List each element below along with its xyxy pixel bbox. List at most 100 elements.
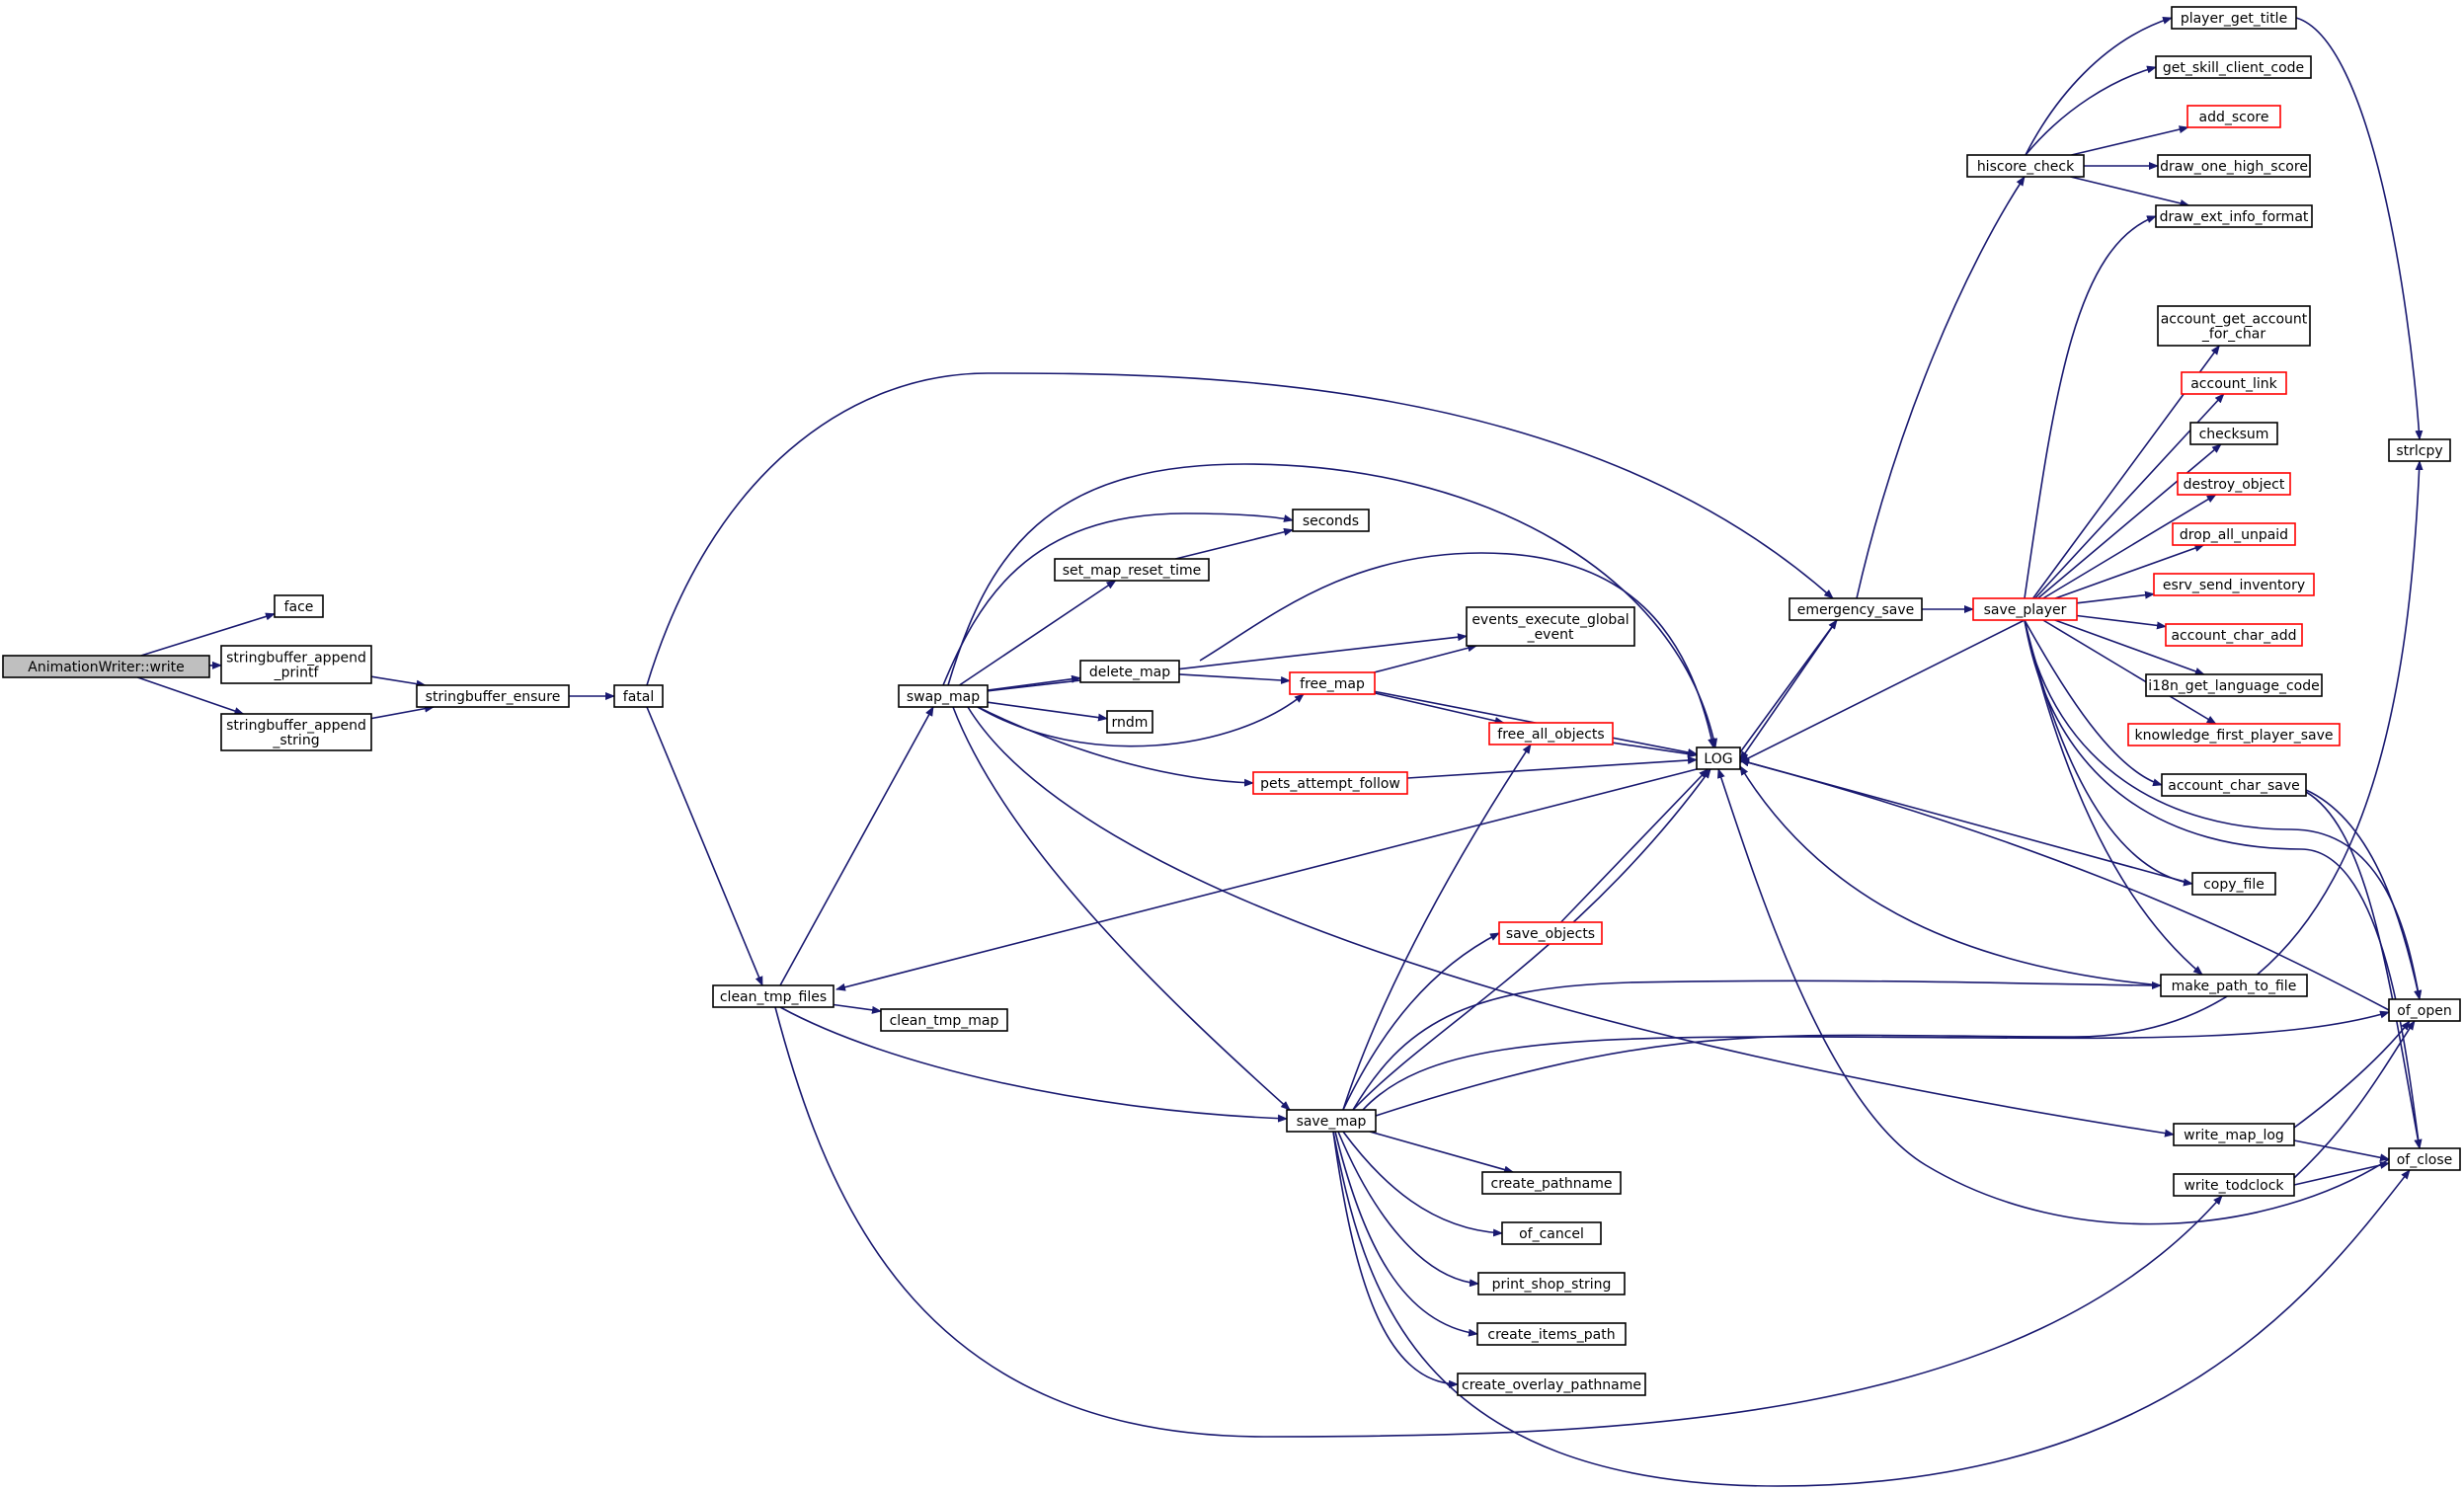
node-label: draw_ext_info_format — [2160, 209, 2309, 225]
node-swap-map[interactable]: swap_map — [898, 684, 989, 708]
node-label: save_map — [1297, 1114, 1367, 1130]
edge-fatal-to-emergency_save — [646, 372, 1834, 686]
node-box — [2161, 773, 2307, 797]
node-drop-all-unpaid[interactable]: drop_all_unpaid — [2172, 522, 2296, 546]
node-account-char-save[interactable]: account_char_save — [2161, 773, 2307, 797]
node-add-score[interactable]: add_score — [2186, 105, 2281, 128]
node-label: add_score — [2199, 110, 2269, 125]
node-checksum[interactable]: checksum — [2189, 422, 2278, 445]
edge-save_player-to-of_close — [2024, 619, 2423, 1149]
node-set-map-reset-time[interactable]: set_map_reset_time — [1054, 558, 1210, 582]
node-free-map[interactable]: free_map — [1289, 671, 1376, 695]
edge-sb_string-to-sb_ensure — [370, 704, 435, 720]
node-save-player[interactable]: save_player — [1972, 597, 2078, 621]
node-face[interactable]: face — [274, 594, 324, 618]
node-box — [613, 684, 664, 708]
node-box — [1457, 1373, 1646, 1396]
node-sb-ensure[interactable]: stringbuffer_ensure — [416, 684, 570, 708]
node-draw-ext-info-format[interactable]: draw_ext_info_format — [2155, 204, 2313, 228]
edge-save_map-to-of_cancel — [1342, 1131, 1503, 1237]
node-label: fatal — [623, 689, 654, 705]
node-print-shop-string[interactable]: print_shop_string — [1477, 1272, 1626, 1295]
node-i18n-get-language-code[interactable]: i18n_get_language_code — [2145, 673, 2323, 697]
node-root[interactable]: AnimationWriter::write — [2, 655, 210, 678]
node-emergency-save[interactable]: emergency_save — [1788, 597, 1923, 621]
edge-fatal-to-clean_tmp_files — [646, 706, 763, 986]
edge-swap_map-to-save_map — [952, 706, 1291, 1111]
node-create-pathname[interactable]: create_pathname — [1481, 1171, 1622, 1195]
node-destroy-object[interactable]: destroy_object — [2177, 472, 2291, 496]
node-label: of_close — [2397, 1152, 2453, 1168]
node-box — [2155, 204, 2313, 228]
node-of-open[interactable]: of_open — [2388, 998, 2461, 1022]
node-create-overlay-pathname[interactable]: create_overlay_pathname — [1457, 1373, 1646, 1396]
node-clean-tmp-map[interactable]: clean_tmp_map — [880, 1008, 1008, 1032]
node-LOG[interactable]: LOG — [1696, 746, 1741, 770]
node-label: _string — [272, 733, 319, 748]
node-strlcpy[interactable]: strlcpy — [2388, 438, 2451, 462]
edge-save_player-to-draw_ext_info_format — [2024, 215, 2157, 599]
node-pets-attempt-follow[interactable]: pets_attempt_follow — [1252, 771, 1408, 795]
node-save-objects[interactable]: save_objects — [1498, 921, 1603, 945]
node-delete-map[interactable]: delete_map — [1079, 660, 1180, 683]
node-box — [2127, 723, 2341, 746]
node-events-exec[interactable]: events_execute_global_event — [1466, 606, 1635, 647]
node-seconds[interactable]: seconds — [1292, 509, 1370, 532]
node-of-cancel[interactable]: of_cancel — [1501, 1221, 1602, 1245]
node-knowledge-first-player-save[interactable]: knowledge_first_player_save — [2127, 723, 2341, 746]
node-of-close[interactable]: of_close — [2388, 1147, 2461, 1171]
node-box — [712, 984, 835, 1008]
node-label: create_items_path — [1487, 1327, 1615, 1343]
node-box — [1501, 1221, 1602, 1245]
node-box — [1488, 722, 1614, 746]
node-get-skill-client-code[interactable]: get_skill_client_code — [2155, 55, 2312, 79]
node-free-all-objects[interactable]: free_all_objects — [1488, 722, 1614, 746]
node-draw-one-high-score[interactable]: draw_one_high_score — [2157, 154, 2311, 178]
node-label: free_map — [1300, 676, 1365, 692]
node-copy-file[interactable]: copy_file — [2191, 872, 2276, 896]
node-player-get-title[interactable]: player_get_title — [2171, 6, 2297, 30]
edge-delete_map-to-free_map — [1178, 673, 1291, 684]
node-label: esrv_send_inventory — [2163, 578, 2305, 593]
node-account-get-account[interactable]: account_get_account_for_char — [2157, 305, 2311, 347]
node-rndm[interactable]: rndm — [1106, 710, 1153, 734]
node-box — [2145, 673, 2323, 697]
node-account-link[interactable]: account_link — [2181, 371, 2287, 395]
node-label: checksum — [2199, 427, 2269, 442]
node-create-items-path[interactable]: create_items_path — [1476, 1322, 1627, 1346]
node-box — [416, 684, 570, 708]
node-fatal[interactable]: fatal — [613, 684, 664, 708]
node-label: account_char_add — [2171, 628, 2296, 644]
node-label: copy_file — [2203, 877, 2265, 893]
node-account-char-add[interactable]: account_char_add — [2165, 623, 2303, 647]
node-box — [1696, 746, 1741, 770]
node-sb-printf[interactable]: stringbuffer_append_printf — [220, 645, 372, 684]
edge-save_player-to-LOG — [1739, 619, 2026, 763]
node-box — [1292, 509, 1370, 532]
edge-write_map_log-to-of_open — [2293, 1020, 2411, 1129]
node-box — [2172, 522, 2296, 546]
node-label: i18n_get_language_code — [2148, 678, 2320, 694]
node-clean-tmp-files[interactable]: clean_tmp_files — [712, 984, 835, 1008]
node-label: strlcpy — [2396, 443, 2442, 459]
edge-clean_tmp_files-to-write_todclock — [774, 1006, 2223, 1438]
edge-account_char_save-to-of_close — [2305, 791, 2423, 1149]
node-write-map-log[interactable]: write_map_log — [2173, 1123, 2295, 1146]
node-box — [880, 1008, 1008, 1032]
node-box — [2388, 998, 2461, 1022]
node-box — [1966, 154, 2085, 178]
node-box — [220, 713, 372, 751]
node-hiscore-check[interactable]: hiscore_check — [1966, 154, 2085, 178]
node-esrv-send-inventory[interactable]: esrv_send_inventory — [2153, 573, 2315, 596]
edge-hiscore_check-to-draw_ext_info_format — [2070, 176, 2190, 207]
node-make-path-to-file[interactable]: make_path_to_file — [2160, 974, 2308, 997]
edge-write_todclock-to-of_open — [2293, 1020, 2416, 1179]
node-label: write_todclock — [2184, 1178, 2284, 1194]
node-label: stringbuffer_append — [226, 651, 366, 667]
node-label: of_cancel — [1519, 1226, 1584, 1242]
node-box — [1079, 660, 1180, 683]
node-save-map[interactable]: save_map — [1286, 1109, 1377, 1133]
node-sb-string[interactable]: stringbuffer_append_string — [220, 713, 372, 751]
node-write-todclock[interactable]: write_todclock — [2173, 1173, 2295, 1197]
node-box — [2171, 6, 2297, 30]
